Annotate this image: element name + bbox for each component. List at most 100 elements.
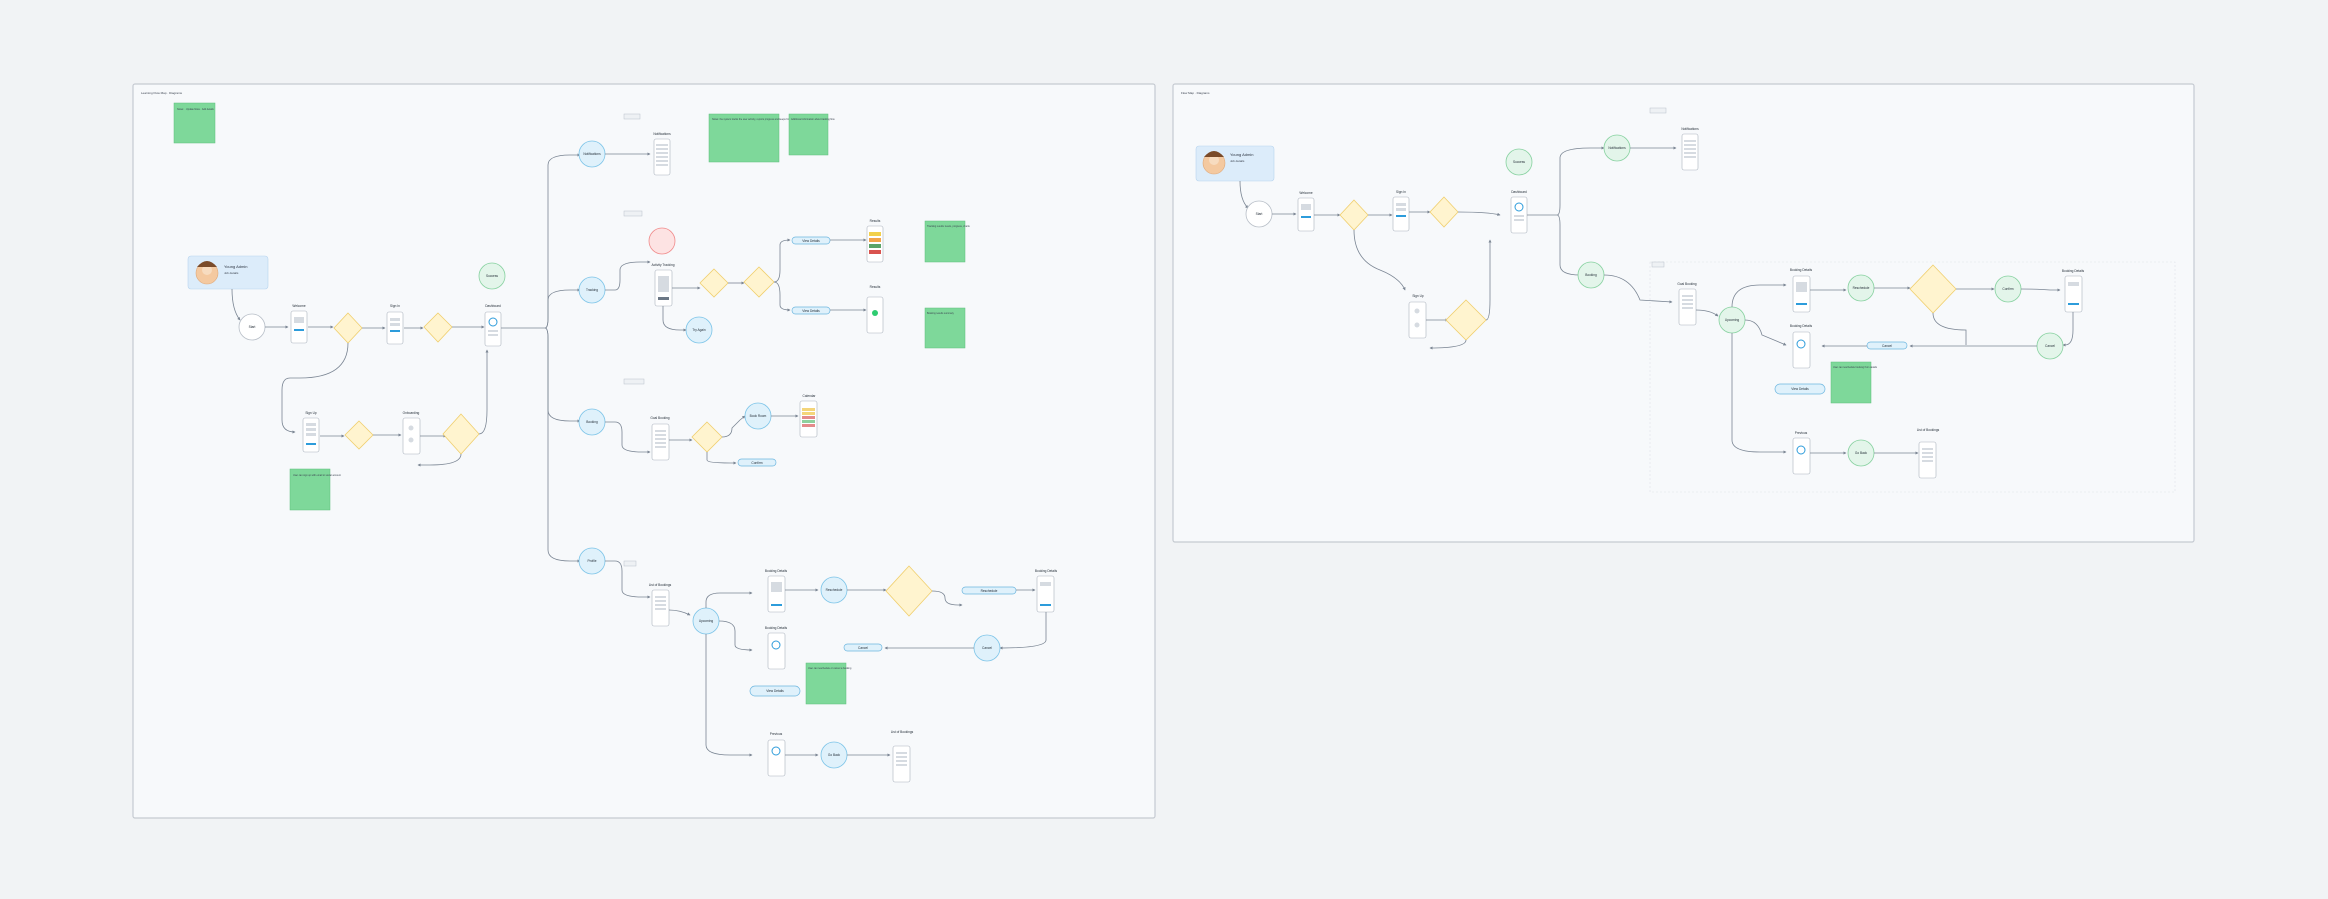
pill-results[interactable]: View Details: [791, 236, 831, 245]
svg-text:Booking results summary: Booking results summary: [927, 312, 955, 315]
pill-results-2[interactable]: View Details: [791, 306, 831, 315]
svg-text:Upcoming: Upcoming: [699, 619, 714, 623]
sticky-note[interactable]: Additional information about tracking fl…: [788, 113, 835, 156]
upcoming-screen[interactable]: Booking Details: [1790, 268, 1813, 313]
results-screen[interactable]: Results: [866, 219, 884, 263]
dashboard-screen[interactable]: Dashboard: [484, 304, 502, 347]
svg-text:Reschedule: Reschedule: [1853, 286, 1870, 290]
section-profile[interactable]: Profile: [578, 547, 606, 575]
previous-screen[interactable]: Booking Details: [765, 626, 788, 670]
onboarding-screen[interactable]: Onboarding: [403, 411, 421, 455]
section-booking[interactable]: Booking: [1577, 261, 1605, 289]
start-node[interactable]: Start: [1245, 200, 1273, 228]
section-booking[interactable]: Booking: [578, 408, 606, 436]
decision-signup[interactable]: [344, 420, 374, 450]
start-node[interactable]: Start: [238, 313, 266, 341]
svg-text:Booking Details: Booking Details: [2062, 269, 2085, 273]
sign-in-screen[interactable]: Sign In: [386, 304, 404, 345]
list-bookings-screen[interactable]: List of Bookings: [1917, 428, 1940, 479]
results-done-screen[interactable]: Results: [866, 285, 884, 334]
welcome-screen[interactable]: Welcome: [290, 304, 308, 344]
previous-screen[interactable]: Booking Details: [1790, 324, 1813, 369]
decision-tracking[interactable]: [699, 268, 729, 298]
book-room-node[interactable]: Book Room: [744, 402, 772, 430]
pill-view-details[interactable]: View Details: [749, 685, 801, 697]
svg-text:Success: Success: [486, 274, 498, 278]
svg-text:Confirm: Confirm: [2002, 287, 2014, 291]
section-tag: [623, 378, 645, 385]
dashboard-screen[interactable]: Dashboard: [1510, 190, 1528, 234]
persona-card[interactable]: Young Admin Job details: [187, 255, 269, 290]
decision-signin[interactable]: [1429, 196, 1459, 228]
sticky-note[interactable]: Notes: the system tracks the user activi…: [708, 113, 819, 163]
reschedule-node[interactable]: Reschedule: [820, 576, 848, 604]
svg-text:Previous: Previous: [770, 732, 783, 736]
go-back-node[interactable]: Go Back: [1847, 439, 1875, 467]
start-tracking-node[interactable]: Try Again: [685, 316, 713, 344]
upcoming-node[interactable]: Upcoming: [692, 607, 720, 635]
booking-details-screen[interactable]: Booking Details: [1035, 569, 1058, 613]
past-screen[interactable]: Previous: [767, 732, 786, 777]
decision-results[interactable]: [743, 266, 775, 298]
section-notifications[interactable]: Notifications: [1603, 134, 1631, 162]
reschedule-node[interactable]: Reschedule: [1847, 274, 1875, 302]
persona-role: Job details: [224, 271, 239, 275]
pill-booking[interactable]: Confirm: [737, 458, 777, 467]
pill-reschedule[interactable]: Reschedule: [961, 586, 1017, 595]
svg-text:Tracking: Tracking: [586, 288, 598, 292]
booking-list-screen[interactable]: Goal Booking: [1677, 282, 1697, 326]
svg-text:Notes: the system tracks the u: Notes: the system tracks the user activi…: [712, 118, 819, 121]
pill-cancel[interactable]: Cancel: [1866, 341, 1908, 350]
calendar-screen[interactable]: Calendar: [799, 394, 818, 438]
sticky-note[interactable]: Booking results summary: [924, 307, 966, 349]
success-node[interactable]: Success: [1505, 148, 1533, 176]
pill-cancel[interactable]: Cancel: [843, 643, 883, 652]
red-node[interactable]: [648, 227, 676, 255]
svg-text:Sign Up: Sign Up: [305, 411, 317, 415]
decision-reschedule[interactable]: [885, 565, 933, 617]
sticky-note[interactable]: Tracking results: levels, progress, char…: [924, 220, 970, 263]
decision-signin[interactable]: [423, 312, 453, 343]
svg-text:Goal Booking: Goal Booking: [1677, 282, 1696, 286]
sign-in-screen[interactable]: Sign In: [1392, 190, 1410, 232]
svg-text:User can reschedule booking fr: User can reschedule booking from details: [1833, 366, 1878, 369]
cancel-node[interactable]: Cancel: [973, 634, 1001, 662]
notifications-screen[interactable]: Notifications: [653, 132, 671, 176]
left-frame-title: Learning Flow Map · Diagrams: [141, 91, 183, 95]
confirm-node[interactable]: Confirm: [1994, 275, 2022, 303]
upcoming-screen[interactable]: Booking Details: [765, 569, 788, 613]
persona-card[interactable]: Young Admin Job details: [1195, 145, 1275, 182]
right-frame-title: Flow Map · Diagrams: [1181, 91, 1210, 95]
go-back-node[interactable]: Go Back: [820, 741, 848, 769]
past-screen[interactable]: Previous: [1792, 431, 1811, 475]
booking-details-screen[interactable]: Booking Details: [2062, 269, 2085, 313]
svg-text:Booking: Booking: [1585, 273, 1597, 277]
svg-text:Results: Results: [870, 219, 881, 223]
section-tracking[interactable]: Tracking: [578, 276, 606, 304]
section-notifications[interactable]: Notifications: [578, 140, 606, 168]
svg-text:Notifications: Notifications: [1681, 127, 1699, 131]
section-box: [1649, 261, 2176, 493]
sticky-note[interactable]: Notes: · Update flows · Add details: [173, 102, 216, 144]
booking-list-screen[interactable]: Goal Booking: [650, 416, 670, 461]
sticky-note[interactable]: User can reschedule or cancel a booking: [805, 662, 852, 705]
profile-screen[interactable]: List of Bookings: [649, 583, 672, 627]
sticky-note[interactable]: User can reschedule booking from details: [1830, 361, 1878, 404]
success-node[interactable]: Success: [478, 262, 506, 290]
svg-text:Cancel: Cancel: [858, 646, 868, 650]
svg-text:Sign Up: Sign Up: [1412, 294, 1424, 298]
cancel-node[interactable]: Cancel: [2036, 332, 2064, 360]
svg-text:Go Back: Go Back: [1855, 451, 1868, 455]
welcome-screen[interactable]: Welcome: [1297, 191, 1315, 232]
pill-view-details[interactable]: View Details: [1774, 383, 1826, 395]
svg-text:Notifications: Notifications: [1608, 146, 1626, 150]
section-tag: [1649, 107, 1667, 114]
svg-text:Start: Start: [249, 325, 256, 329]
upcoming-node[interactable]: Upcoming: [1718, 306, 1746, 334]
sticky-note[interactable]: User can sign up with email or social ac…: [289, 468, 341, 511]
svg-text:Additional information about t: Additional information about tracking fl…: [791, 118, 835, 121]
notifications-screen[interactable]: Notifications: [1681, 127, 1699, 171]
list-bookings-screen[interactable]: List of Bookings: [891, 730, 914, 783]
svg-text:View Details: View Details: [1791, 387, 1809, 391]
sign-up-screen[interactable]: Sign Up: [302, 411, 320, 453]
